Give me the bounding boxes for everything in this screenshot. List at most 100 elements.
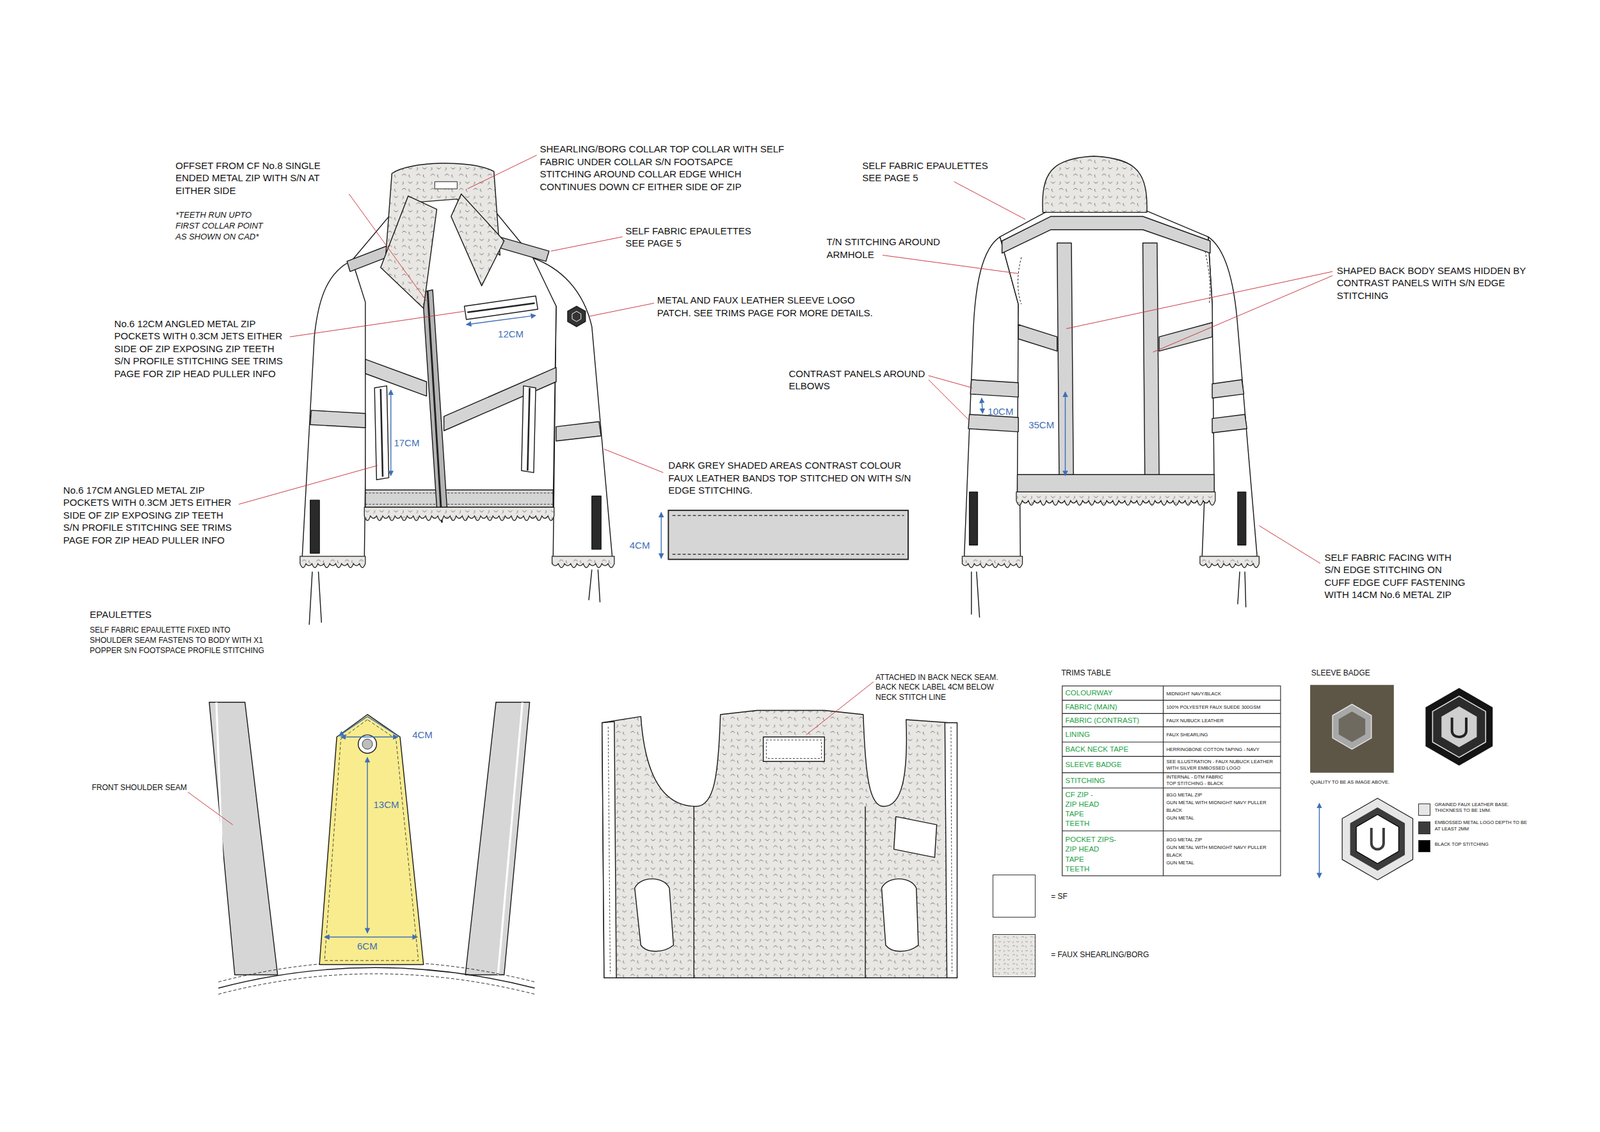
lining-view xyxy=(881,878,919,952)
shearling-fringe xyxy=(552,556,615,568)
dimension-label: 17CM xyxy=(393,436,420,450)
front-jacket xyxy=(365,489,553,507)
sleeve-badge-art xyxy=(1310,684,1493,880)
table-cell: GUN METAL WITH MIDNIGHT NAVY PULLER xyxy=(1166,844,1266,850)
leader-line xyxy=(238,465,378,505)
table-cell: SEE ILLUSTRATION - FAUX NUBUCK LEATHER W… xyxy=(1166,758,1277,771)
table-cell: 8GG METAL ZIP xyxy=(1166,791,1202,798)
callout-note: No.6 12CM ANGLED METAL ZIP POCKETS WITH … xyxy=(114,317,287,381)
dimension-label: 10CM xyxy=(987,405,1014,418)
leader-line xyxy=(467,154,537,189)
back-jacket xyxy=(1237,491,1247,545)
front-jacket xyxy=(352,190,557,508)
front-jacket xyxy=(556,421,601,441)
back-jacket xyxy=(1143,242,1160,478)
callout-note: METAL AND FAUX LEATHER SLEEVE LOGO PATCH… xyxy=(657,293,884,319)
front-jacket xyxy=(380,195,438,308)
shearling-fringe xyxy=(300,491,1260,568)
part-label: FRONT SHOULDER SEAM xyxy=(91,782,187,793)
lining-view xyxy=(634,878,674,952)
back-jacket xyxy=(1159,322,1213,352)
dimension-arrow xyxy=(1319,803,1320,878)
lining-view xyxy=(602,710,958,978)
table-cell: FAUX NUBUCK LEATHER xyxy=(1166,717,1224,724)
table-cell: ZIP HEAD xyxy=(1065,799,1100,809)
legend-text: = SF xyxy=(1050,891,1068,902)
legend-swatch-pattern xyxy=(993,934,1035,976)
shearling-fringe xyxy=(300,556,366,568)
back-jacket xyxy=(1057,242,1074,478)
front-jacket xyxy=(592,496,601,550)
leader-line xyxy=(954,181,1026,220)
table-cell: BLACK xyxy=(1166,807,1183,813)
sleeve-badge-art xyxy=(1452,717,1467,737)
front-jacket xyxy=(464,295,538,320)
dimension-arrow xyxy=(366,757,368,933)
table-cell: FAUX SHEARLING xyxy=(1166,731,1208,738)
front-jacket xyxy=(427,290,442,523)
lining-view xyxy=(894,816,937,857)
callout-note: *TEETH RUN UPTO FIRST COLLAR POINT AS SH… xyxy=(175,209,270,243)
table-cell: GUN METAL xyxy=(1166,814,1194,821)
callout-note: No.6 17CM ANGLED METAL ZIP POCKETS WITH … xyxy=(63,483,235,547)
contrast-band-sample xyxy=(668,510,909,560)
sleeve-badge-art xyxy=(1338,711,1366,742)
back-jacket xyxy=(1017,474,1215,492)
epaulette-detail xyxy=(362,738,373,749)
back-jacket xyxy=(971,571,1247,618)
front-jacket xyxy=(567,305,586,327)
table-cell: INTERNAL - DTM FABRIC xyxy=(1166,773,1224,780)
lining-view xyxy=(763,736,825,761)
sleeve-badge-art xyxy=(1310,684,1394,773)
table-cell: TAPE xyxy=(1065,808,1085,818)
section-heading: EPAULETTES xyxy=(89,608,152,621)
back-jacket xyxy=(1212,414,1247,433)
dimension-arrow xyxy=(324,315,1320,937)
dimension-arrow xyxy=(1064,391,1066,476)
legend-text: = FAUX SHEARLING/BORG xyxy=(1050,949,1149,960)
legend-swatch xyxy=(1418,821,1431,834)
contrast-band-sample xyxy=(672,515,905,555)
front-jacket xyxy=(380,388,383,477)
back-jacket xyxy=(970,379,1019,397)
dimension-arrow xyxy=(660,512,662,559)
sleeve-badge-art xyxy=(1425,688,1493,766)
table-cell: TEETH xyxy=(1065,864,1090,873)
legend-swatch xyxy=(992,874,1036,918)
sleeve-badge-art xyxy=(1350,807,1405,871)
dimension-label: 13CM xyxy=(373,798,400,811)
dimension-label: 35CM xyxy=(1028,418,1055,432)
table-cell: LINING xyxy=(1065,729,1090,739)
table-cell: BACK NECK TAPE xyxy=(1065,744,1129,754)
callout-note: SELF FABRIC EPAULETTES SEE PAGE 5 xyxy=(862,159,1007,185)
leader-line xyxy=(806,681,874,735)
dimension-arrow xyxy=(341,736,399,737)
sleeve-badge-art xyxy=(1356,814,1399,864)
dimension-arrow xyxy=(324,936,418,937)
callout-note: OFFSET FROM CF No.8 SINGLE ENDED METAL Z… xyxy=(175,159,345,198)
section-heading: SLEEVE BADGE xyxy=(1311,668,1371,679)
table-cell: FABRIC (CONTRAST) xyxy=(1065,715,1140,725)
legend-swatch xyxy=(992,933,1036,977)
epaulette-detail xyxy=(497,702,523,975)
sleeve-badge-art xyxy=(1332,704,1372,749)
dimension-label: 4CM xyxy=(412,728,433,742)
front-jacket xyxy=(309,569,600,625)
epaulette-detail xyxy=(218,961,535,994)
epaulette-detail xyxy=(216,702,227,975)
sleeve-badge-art xyxy=(1371,827,1384,849)
leader-line xyxy=(1153,275,1334,352)
callout-note: SHAPED BACK BODY SEAMS HIDDEN BY CONTRAS… xyxy=(1336,264,1544,303)
table-cell: MIDNIGHT NAVY/BLACK xyxy=(1166,690,1222,697)
leader-line xyxy=(1066,271,1333,329)
table-cell: COLOURWAY xyxy=(1065,688,1113,697)
table-cell: CF ZIP - xyxy=(1065,789,1094,799)
leader-line xyxy=(928,379,970,421)
dimension-arrow xyxy=(981,398,984,414)
back-jacket xyxy=(969,491,978,545)
dimension-label: 4CM xyxy=(629,538,651,552)
table-cell: TOP STITCHING - BLACK xyxy=(1166,780,1224,786)
epaulette-detail xyxy=(358,734,377,754)
table-cell: BLACK xyxy=(1166,851,1183,858)
contrast-band-sample xyxy=(668,510,909,560)
